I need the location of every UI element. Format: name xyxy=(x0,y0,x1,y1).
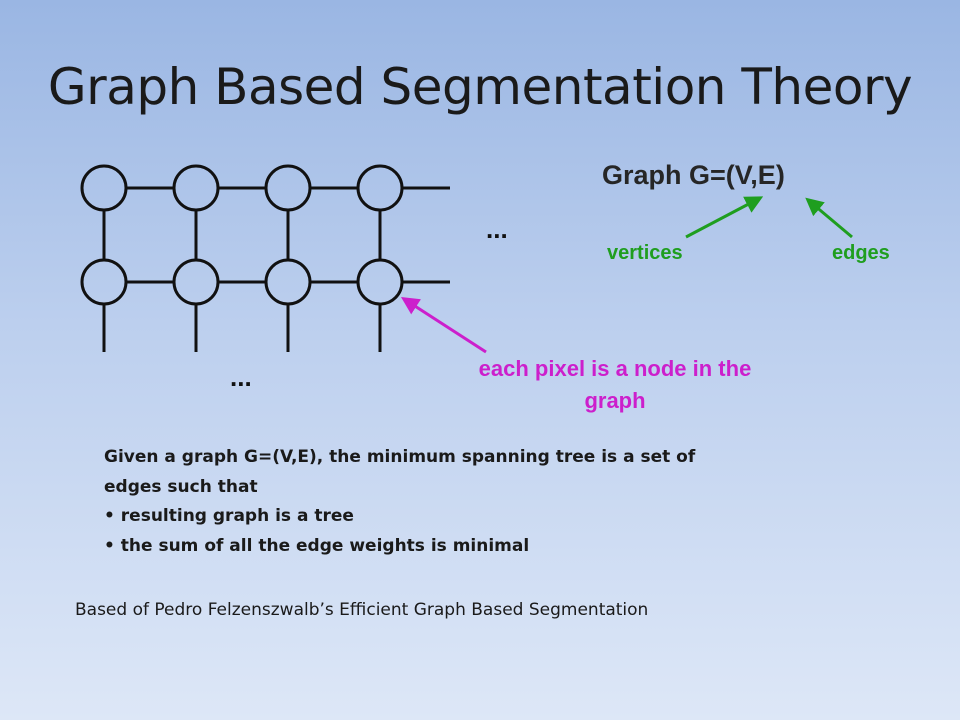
graph-label: Graph G=(V,E) xyxy=(602,160,785,190)
vertices-arrow xyxy=(685,196,764,239)
footer-citation: Based of Pedro Felzenszwalb’s Efficient … xyxy=(75,600,649,620)
pixel-node xyxy=(80,164,128,212)
node-callout-text: each pixel is a node in the graph xyxy=(478,356,752,413)
pixel-node xyxy=(172,164,220,212)
slide-title: Graph Based Segmentation Theory xyxy=(47,58,913,116)
edges-arrow xyxy=(805,197,853,239)
pixel-node xyxy=(356,258,404,306)
pixel-node xyxy=(356,164,404,212)
node-callout-arrow xyxy=(400,297,487,354)
vertices-label: vertices xyxy=(607,242,683,264)
mst-intro: Given a graph G=(V,E), the minimum spann… xyxy=(104,447,696,497)
ellipsis-right: ... xyxy=(486,214,508,244)
pixel-node xyxy=(172,258,220,306)
mst-bullet: • resulting graph is a tree xyxy=(104,506,354,526)
grid-nodes xyxy=(80,164,404,306)
edges-label: edges xyxy=(832,242,890,264)
pixel-node xyxy=(80,258,128,306)
pixel-node xyxy=(264,164,312,212)
grid-edges xyxy=(102,186,450,352)
ellipsis-bottom: ... xyxy=(230,362,252,392)
mst-definition: Given a graph G=(V,E), the minimum spann… xyxy=(104,443,724,561)
mst-bullet: • the sum of all the edge weights is min… xyxy=(104,535,530,556)
pixel-node xyxy=(264,258,312,306)
